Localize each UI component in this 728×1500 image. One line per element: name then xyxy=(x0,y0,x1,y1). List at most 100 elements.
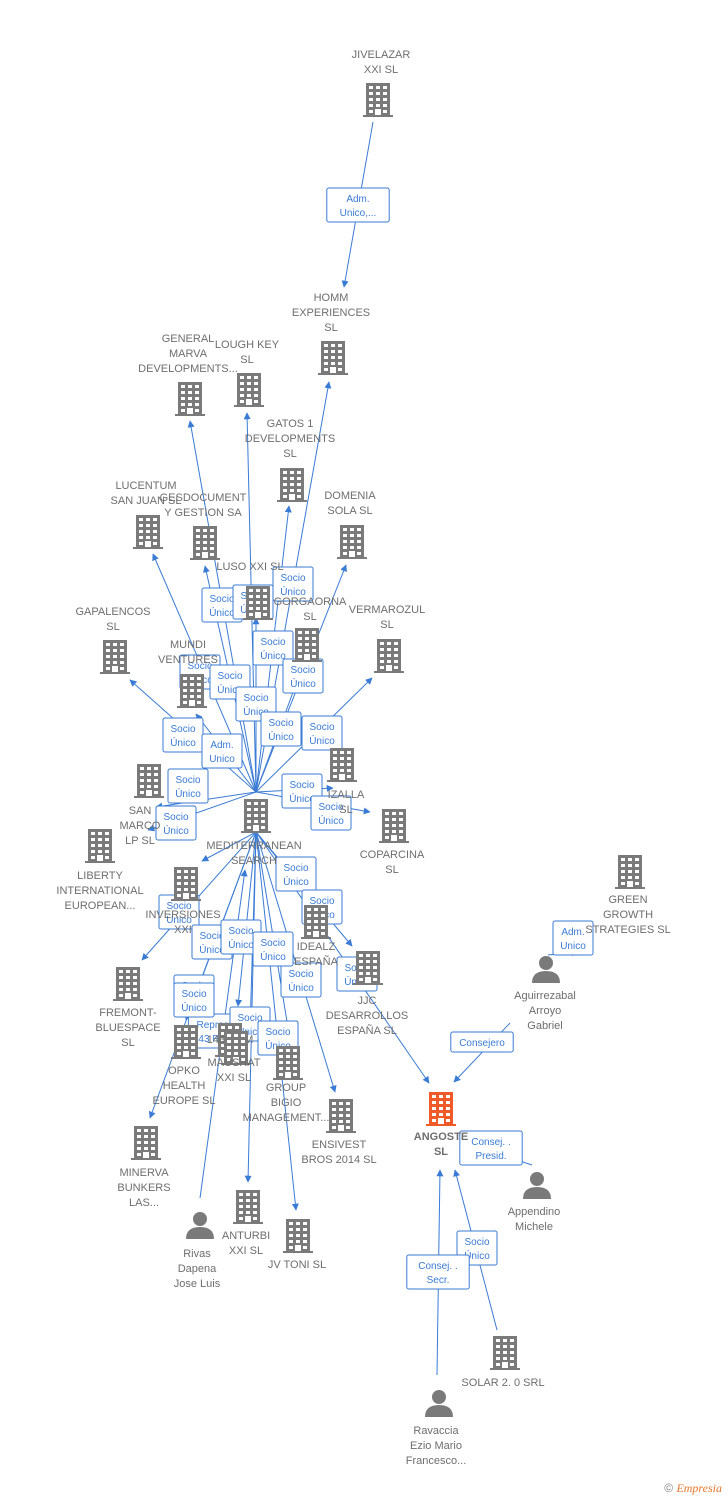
node-group-bigio[interactable]: GROUPBIGIOMANAGEMENT... xyxy=(243,1046,330,1124)
role-label: Socio xyxy=(260,938,285,949)
node-liberty[interactable]: LIBERTYINTERNATIONALEUROPEAN... xyxy=(56,829,144,912)
node-label: SL xyxy=(121,1037,134,1049)
node-label: MARVA xyxy=(169,348,208,360)
role-box-frame xyxy=(252,630,294,666)
node-label: Appendino xyxy=(508,1206,561,1218)
building-icon xyxy=(326,1099,356,1133)
node-solar[interactable]: SOLAR 2. 0 SRL xyxy=(461,1336,545,1389)
node-label: ENSIVEST xyxy=(312,1139,367,1151)
node-label: Rivas xyxy=(183,1248,211,1260)
node-label: SL xyxy=(303,611,316,623)
footer-brand[interactable]: © Empresia xyxy=(664,1481,722,1496)
role-label: Socio xyxy=(265,1027,290,1038)
building-icon xyxy=(277,468,307,502)
building-icon xyxy=(131,1126,161,1160)
role-box[interactable]: Consejero xyxy=(450,1031,514,1053)
node-minerva[interactable]: MINERVABUNKERSLAS... xyxy=(117,1126,171,1209)
role-box[interactable]: Adm.Unico xyxy=(201,733,243,769)
role-label: Socio xyxy=(228,926,253,937)
role-box-frame xyxy=(406,1254,470,1290)
node-label: BIGIO xyxy=(271,1097,302,1109)
building-icon xyxy=(221,1031,251,1065)
building-icon xyxy=(243,586,273,620)
building-icon xyxy=(113,967,143,1001)
node-label: EXPERIENCES xyxy=(292,307,370,319)
role-label: Socio xyxy=(283,863,308,874)
role-label: Secr. xyxy=(427,1275,450,1286)
node-label: HEALTH xyxy=(163,1080,206,1092)
node-jv-toni[interactable]: JV TONI SL xyxy=(268,1219,326,1271)
role-label: Único xyxy=(228,938,254,951)
role-label: Unico xyxy=(209,754,235,765)
node-general-marva[interactable]: GENERALMARVADEVELOPMENTS... xyxy=(138,333,238,416)
brand-name: Empresia xyxy=(676,1481,722,1495)
node-label: SEARCH xyxy=(231,855,277,867)
role-label: Socio xyxy=(309,722,334,733)
node-label: SAN xyxy=(129,805,152,817)
role-box-frame xyxy=(310,795,352,831)
node-label: MARCO xyxy=(120,820,161,832)
node-label: SL xyxy=(434,1146,448,1158)
person-icon xyxy=(523,1172,551,1199)
role-box[interactable]: Consej. .Presid. xyxy=(459,1130,523,1166)
node-label: XXI xyxy=(174,924,192,936)
node-luso[interactable]: LUSO XXI SL xyxy=(216,561,284,620)
role-box-frame xyxy=(201,733,243,769)
roles-layer: Adm.Unico,...SocioÚnicoSocioÚnicoSocioÚn… xyxy=(155,187,594,1290)
node-label: XXI SL xyxy=(217,1072,251,1084)
role-label: Único xyxy=(268,730,294,743)
role-box-frame xyxy=(167,768,209,804)
role-box-frame xyxy=(450,1031,514,1053)
role-box[interactable]: Adm.Unico xyxy=(552,920,594,956)
role-box[interactable]: Consej. .Secr. xyxy=(406,1254,470,1290)
role-box[interactable]: Adm.Unico,... xyxy=(326,187,390,223)
node-label: Dapena xyxy=(178,1263,217,1275)
role-label: Único xyxy=(318,814,344,827)
